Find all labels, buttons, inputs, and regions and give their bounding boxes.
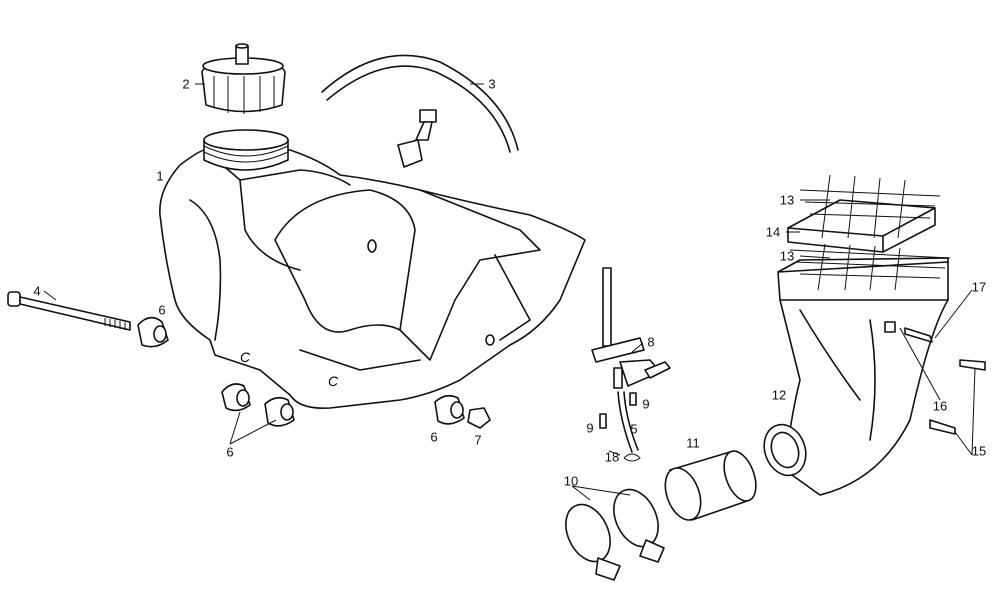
rubber-bushes-drawing bbox=[137, 316, 491, 429]
callout-8: 8 bbox=[647, 334, 655, 350]
breather-hose-drawing bbox=[321, 54, 519, 151]
airbox-drawing bbox=[763, 257, 986, 496]
callout-4: 4 bbox=[33, 283, 41, 299]
callout-1: 1 bbox=[156, 168, 164, 184]
svg-text:C: C bbox=[328, 373, 339, 389]
callout-6c: 6 bbox=[430, 429, 438, 445]
callout-6b: 6 bbox=[226, 444, 234, 460]
top-bolt-drawing bbox=[397, 109, 437, 168]
callout-15: 15 bbox=[971, 443, 987, 459]
callout-7: 7 bbox=[474, 432, 482, 448]
callout-10: 10 bbox=[563, 473, 579, 489]
callout-9a: 9 bbox=[642, 396, 650, 412]
callout-16: 16 bbox=[932, 398, 948, 414]
hose-clamps-drawing bbox=[565, 488, 665, 581]
callout-5: 5 bbox=[630, 421, 638, 437]
callout-12: 12 bbox=[771, 387, 787, 403]
svg-text:C: C bbox=[240, 349, 251, 365]
callout-2: 2 bbox=[182, 76, 190, 92]
tank-bolt-drawing bbox=[7, 291, 131, 331]
callout-13a: 13 bbox=[779, 192, 795, 208]
callout-14: 14 bbox=[765, 224, 781, 240]
filler-neck-drawing bbox=[203, 129, 289, 171]
callout-18: 18 bbox=[604, 449, 620, 465]
tank-cap-drawing bbox=[201, 43, 286, 114]
callout-17: 17 bbox=[971, 279, 987, 295]
air-filter-drawing bbox=[787, 174, 951, 291]
leader-lines bbox=[43, 83, 976, 501]
callout-3: 3 bbox=[488, 76, 496, 92]
breather-hose-edge bbox=[326, 65, 511, 153]
callout-6a: 6 bbox=[158, 302, 166, 318]
callout-9b: 9 bbox=[586, 420, 594, 436]
fuel-tank-drawing: C C bbox=[159, 149, 586, 410]
callout-13b: 13 bbox=[779, 248, 795, 264]
callout-11: 11 bbox=[686, 435, 700, 451]
fuel-tap-drawing bbox=[591, 267, 671, 462]
intake-sleeve-drawing bbox=[664, 450, 757, 521]
